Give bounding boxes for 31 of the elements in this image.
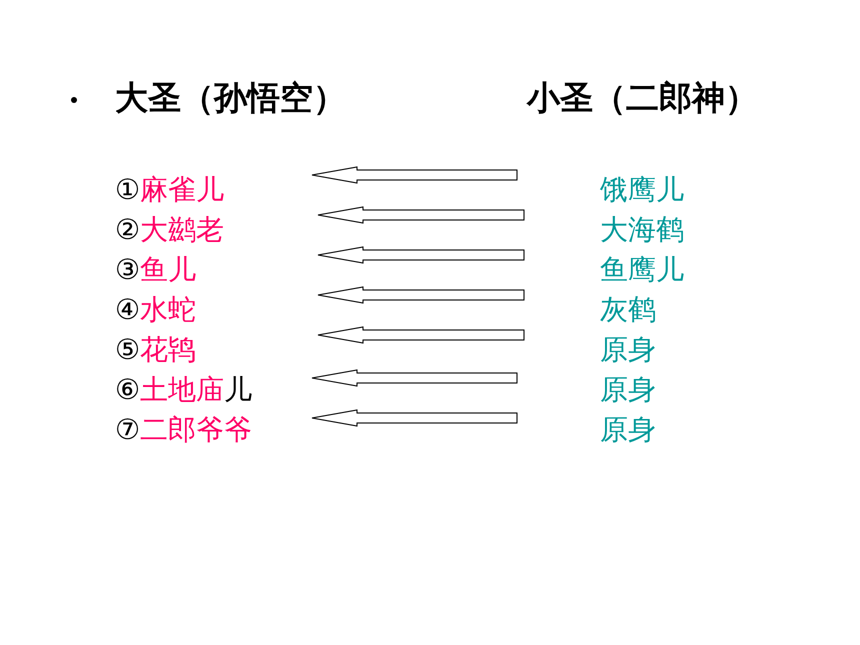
transformation-text: 原身 [600,372,656,408]
block-arrow [312,409,518,427]
circled-number: ② [115,212,140,248]
transformation-text: 鱼鹰儿 [600,252,684,288]
transformation-text: 土地庙 [140,372,224,408]
block-arrow [318,286,524,304]
transformation-text: 花鸨 [140,332,196,368]
text-suffix: 儿 [224,372,252,408]
block-arrow [318,246,524,264]
transformation-text: 灰鹤 [600,292,656,328]
circled-number: ⑥ [115,372,140,408]
block-arrow [318,206,524,224]
transformation-text: 原身 [600,332,656,368]
circled-number: ④ [115,292,140,328]
transformation-text: 原身 [600,412,656,448]
transformation-text: 水蛇 [140,292,196,328]
transformation-text: 大鹚老 [140,212,224,248]
circled-number: ⑤ [115,332,140,368]
block-arrow [312,369,518,387]
column-heading: 大圣（孙悟空） [115,77,346,119]
block-arrow [312,166,518,184]
block-arrow [318,326,524,344]
transformation-text: 麻雀儿 [140,172,224,208]
transformation-text: 鱼儿 [140,252,196,288]
circled-number: ① [115,172,140,208]
transformation-text: 大海鹤 [600,212,684,248]
transformation-text: 饿鹰儿 [600,172,684,208]
circled-number: ③ [115,252,140,288]
transformation-text: 二郎爷爷 [140,412,252,448]
column-heading: 小圣（二郎神） [527,77,758,119]
circled-number: ⑦ [115,412,140,448]
